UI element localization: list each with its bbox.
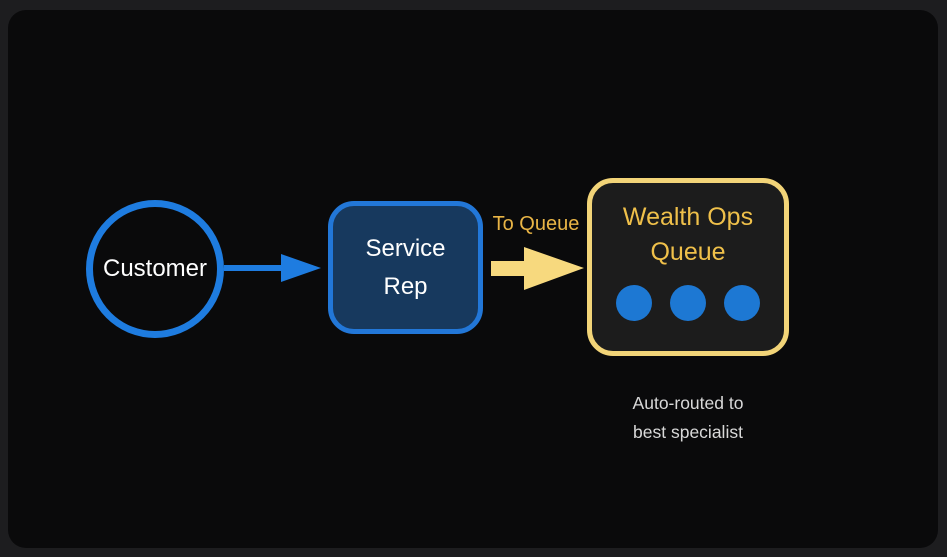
arrow-rep-to-queue bbox=[491, 247, 584, 290]
auto-routed-caption: Auto-routed to best specialist bbox=[632, 393, 744, 442]
customer-node: Customer bbox=[86, 200, 224, 338]
queue-dot-icon bbox=[616, 285, 652, 321]
service-rep-label: Service Rep bbox=[365, 234, 446, 300]
queue-dots bbox=[616, 285, 760, 321]
queue-dot-icon bbox=[670, 285, 706, 321]
queue-title: Wealth Ops Queue bbox=[622, 203, 754, 266]
to-queue-label: To Queue bbox=[492, 213, 580, 235]
diagram-canvas: Customer Service Rep To Queue Wealth Ops… bbox=[8, 10, 938, 548]
wealth-ops-queue-node: Wealth Ops Queue bbox=[587, 178, 789, 356]
queue-dot-icon bbox=[724, 285, 760, 321]
customer-label: Customer bbox=[102, 255, 208, 282]
arrow-customer-to-rep bbox=[224, 254, 321, 282]
service-rep-node: Service Rep bbox=[328, 201, 483, 334]
